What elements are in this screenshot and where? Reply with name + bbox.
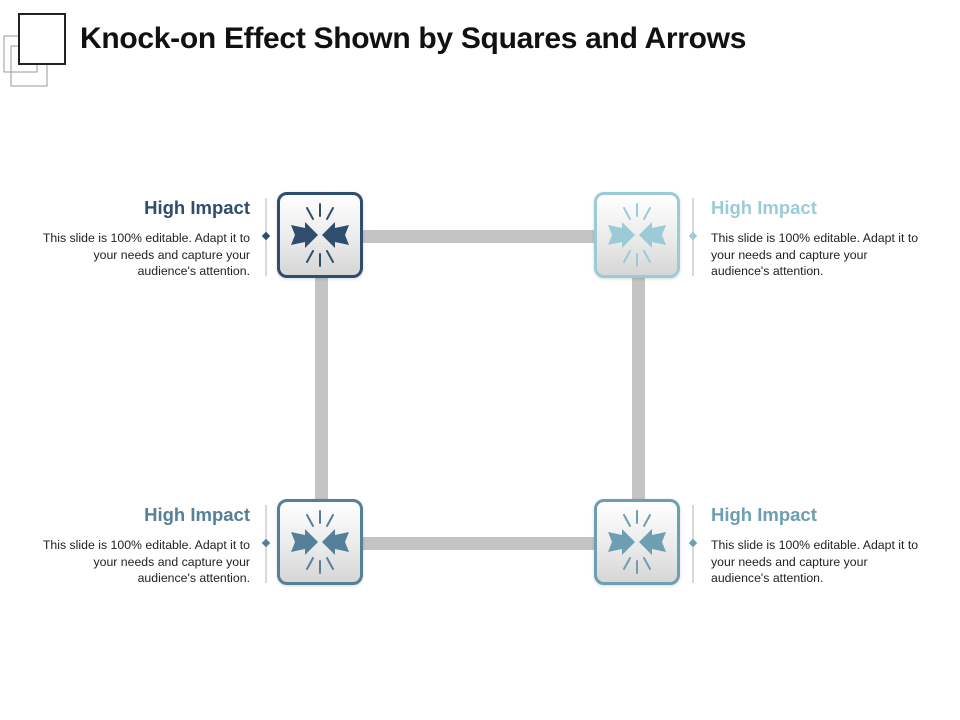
connector-right	[632, 275, 645, 503]
divider-diamond	[688, 538, 698, 548]
item-heading: High Impact	[144, 197, 250, 218]
connector-top	[360, 230, 598, 243]
divider-diamond	[261, 538, 271, 548]
impact-square-bottom-left	[277, 499, 363, 585]
item-description: This slide is 100% editable. Adapt it to…	[711, 231, 919, 278]
connector-bottom	[360, 537, 598, 550]
item-heading: High Impact	[144, 504, 250, 525]
impact-square-top-right	[594, 192, 680, 278]
item-heading: High Impact	[711, 504, 817, 525]
impact-square-bottom-right	[594, 499, 680, 585]
converging-arrows-icon	[608, 203, 666, 267]
converging-arrows-icon	[291, 203, 349, 267]
item-description: This slide is 100% editable. Adapt it to…	[711, 538, 919, 585]
connector-left	[315, 275, 328, 503]
item-description: This slide is 100% editable. Adapt it to…	[42, 538, 250, 585]
item-description: This slide is 100% editable. Adapt it to…	[42, 231, 250, 278]
divider-diamond	[261, 231, 271, 241]
impact-square-top-left	[277, 192, 363, 278]
overlapping-squares-logo-icon	[3, 13, 66, 87]
converging-arrows-icon	[291, 510, 349, 574]
converging-arrows-icon	[608, 510, 666, 574]
page-title: Knock-on Effect Shown by Squares and Arr…	[80, 22, 747, 55]
item-heading: High Impact	[711, 197, 817, 218]
divider-diamond	[688, 231, 698, 241]
